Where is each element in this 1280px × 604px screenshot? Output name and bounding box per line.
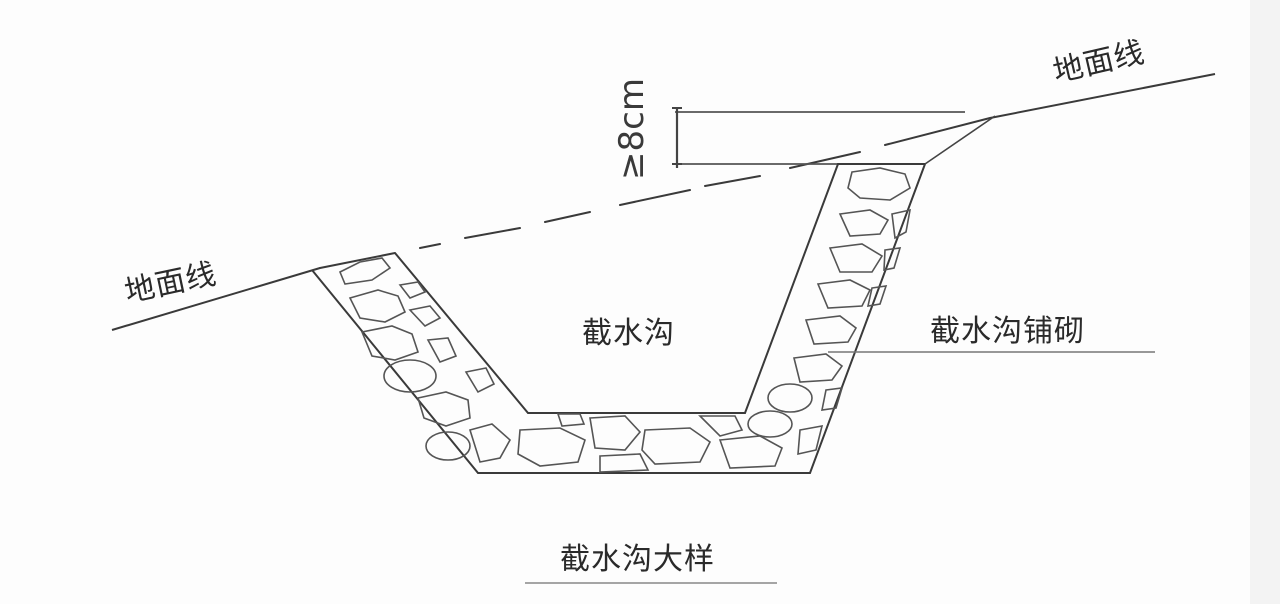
stone-pattern-right-wall — [767, 167, 912, 456]
lining-outer-outline — [311, 163, 926, 474]
dimension-label: ≥8cm — [612, 78, 652, 180]
ditch-lining-label: 截水沟铺砌 — [930, 314, 1085, 349]
cut-slope-line — [924, 115, 996, 165]
margin-strip — [1250, 0, 1280, 604]
stone-pattern-left-wall — [338, 257, 512, 463]
ground-line-left — [111, 267, 321, 331]
lining-inner-outline — [394, 163, 925, 414]
stone-pattern-bottom — [517, 410, 793, 473]
diagram-title: 截水沟大样 — [560, 542, 715, 577]
ground-line-right — [989, 73, 1216, 119]
ditch-label: 截水沟 — [582, 316, 675, 351]
ground-line-dashed — [319, 117, 991, 269]
